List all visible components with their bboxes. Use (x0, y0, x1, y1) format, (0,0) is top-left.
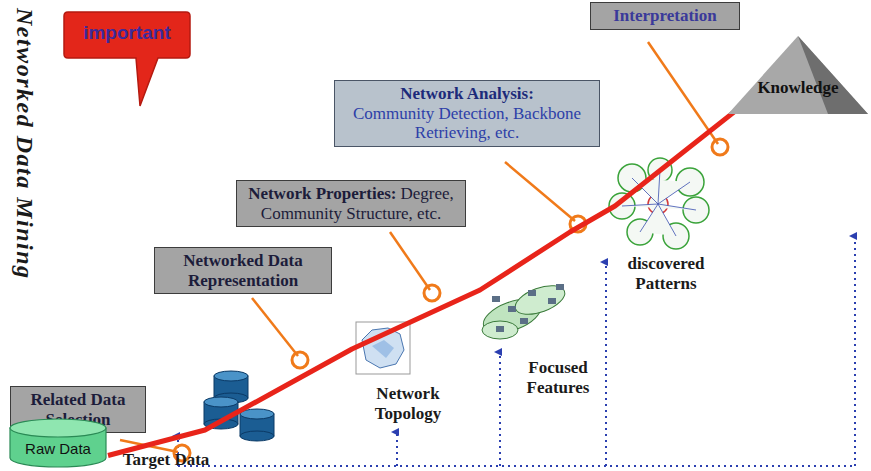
step-box: Networked Data Representation (154, 247, 332, 294)
box-text: Networked Data Representation (161, 251, 325, 290)
box-text: Community Detection, Backbone Retrieving… (341, 104, 593, 143)
process-arrow (108, 84, 770, 456)
ring-markers (174, 139, 728, 461)
database-cylinder: Raw Data (8, 418, 108, 468)
step-box: Network Properties:Degree, Community Str… (236, 180, 466, 227)
knowledge-pyramid: Knowledge (728, 34, 868, 114)
vertical-title: Networked Data Mining (11, 8, 38, 280)
box-text: Raw Data (8, 440, 108, 457)
topology-map (356, 322, 410, 374)
feature-network (479, 280, 569, 340)
stage-label: Focused Features (518, 358, 598, 397)
stage-label: Network Topology (362, 384, 454, 423)
step-box: Interpretation (590, 2, 740, 30)
callout-bubble: important (62, 10, 192, 110)
box-text: Knowledge (728, 78, 868, 98)
shape-outline (728, 34, 868, 114)
box-heading: Network Properties: (248, 184, 396, 203)
target-cylinders (204, 371, 274, 441)
box-heading: Network Analysis: (400, 84, 534, 103)
stage-label: discovered Patterns (614, 254, 718, 293)
leader-lines (120, 42, 718, 452)
box-text: important (62, 22, 192, 44)
stage-label: Target Data (116, 450, 216, 470)
step-box: Network Analysis:Community Detection, Ba… (334, 80, 600, 147)
box-text: Interpretation (597, 6, 733, 26)
